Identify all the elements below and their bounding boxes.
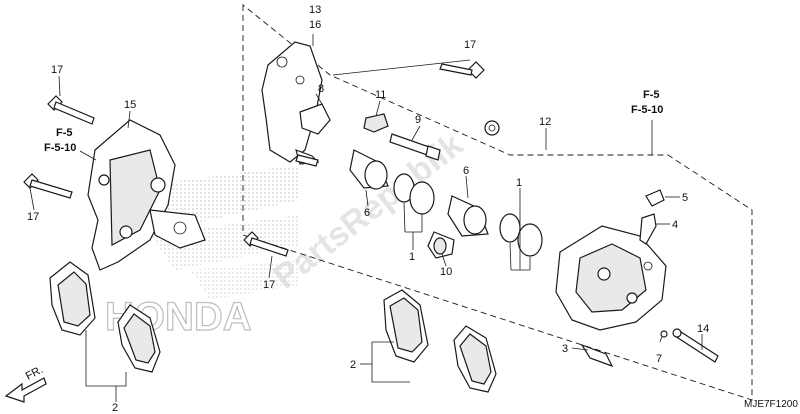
shim-part [580, 343, 614, 368]
brake-pad-left-a-part [49, 261, 96, 336]
bolt-mid-part [243, 231, 289, 257]
leader-lines [29, 34, 703, 402]
brake-pad-right-a-part [383, 289, 429, 363]
gear-symbol-icon [484, 120, 500, 136]
seals-right-part [499, 213, 543, 257]
callout-12: 12 [539, 116, 551, 128]
callout-7: 7 [656, 353, 662, 365]
callout-9: 9 [415, 114, 421, 126]
bolt-top-part [439, 61, 485, 79]
callout-8: 8 [318, 83, 324, 95]
bleeder-cap-part [645, 189, 665, 207]
callout-6-left: 6 [364, 207, 370, 219]
bolt-left-top-part [47, 95, 95, 125]
callout-17-top: 17 [464, 39, 476, 51]
piston-right-part [447, 195, 489, 237]
callout-5: 5 [682, 192, 688, 204]
callout-14: 14 [697, 323, 709, 335]
callout-17-mid: 17 [263, 279, 275, 291]
diagram-code: MJE7F1200 [744, 399, 798, 410]
callout-11: 11 [375, 89, 386, 101]
callout-15: 15 [124, 99, 136, 111]
reference-f5-10-right: F-5-10 [631, 104, 663, 116]
assembly-outline [242, 4, 753, 401]
callout-17-left-bottom: 17 [27, 211, 39, 223]
callout-10: 10 [440, 266, 452, 278]
reference-f5-left: F-5 [56, 127, 73, 139]
callout-1-left: 1 [409, 251, 415, 263]
brake-pad-right-b-part [453, 325, 497, 393]
pin-part [389, 133, 441, 161]
pad-spring-part [299, 103, 331, 135]
front-direction-arrow-icon [4, 377, 47, 403]
callout-17-left-top: 17 [51, 64, 63, 76]
callout-1-right: 1 [516, 177, 522, 189]
caliper-body-left-part [261, 41, 323, 167]
pad-pin-part [672, 328, 719, 363]
callout-2-right: 2 [350, 359, 356, 371]
callout-13: 13 [309, 4, 321, 16]
reference-f5-10-left: F-5-10 [44, 142, 76, 154]
clip-part [660, 330, 668, 338]
caliper-bracket-part [87, 119, 206, 271]
bleeder-valve-part [639, 213, 657, 245]
callout-4: 4 [672, 219, 678, 231]
callout-3: 3 [562, 343, 568, 355]
piston-left-part [349, 149, 389, 190]
callout-2-left: 2 [112, 402, 118, 414]
seals-left-part [393, 173, 435, 215]
bushing-part [427, 231, 455, 259]
brake-pad-left-b-part [117, 304, 161, 373]
reference-f5-right: F-5 [643, 89, 660, 101]
caliper-body-right-part [555, 225, 667, 331]
bolt-left-bottom-part [23, 173, 73, 199]
callout-16: 16 [309, 19, 321, 31]
callout-6-right: 6 [463, 165, 469, 177]
cap-part [363, 113, 389, 133]
